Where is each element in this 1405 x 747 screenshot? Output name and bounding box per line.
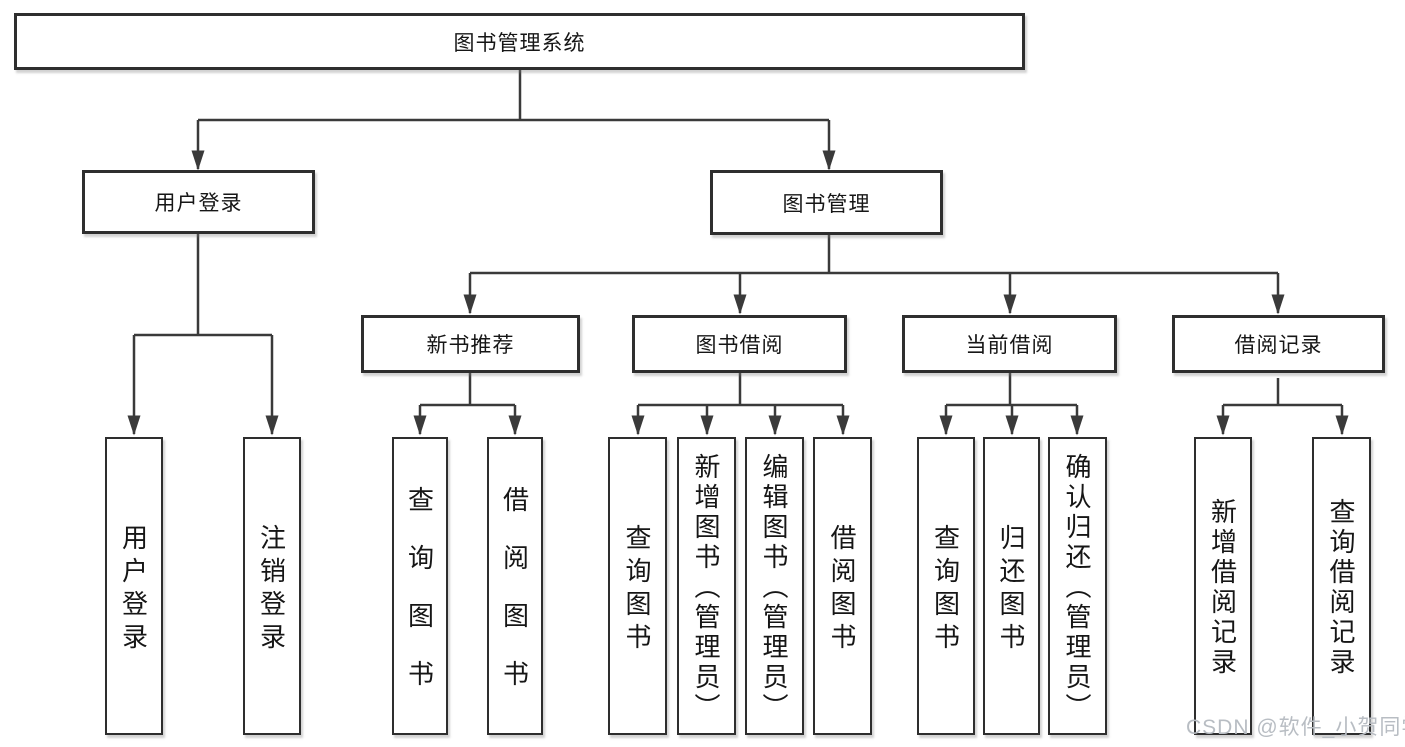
leaf-query-books-borrowing: 查询图书 — [608, 437, 667, 735]
leaf-label: 查询图书 — [404, 486, 435, 718]
leaf-label: 查询借阅记录 — [1326, 498, 1356, 678]
node-label: 借阅记录 — [1234, 334, 1323, 357]
leaf-logout: 注销登录 — [243, 437, 301, 735]
connector-book-borrowing-branch — [631, 373, 850, 436]
node-current-borrowing: 当前借阅 — [902, 315, 1117, 373]
leaf-borrow-books-recommendation: 借阅图书 — [487, 437, 543, 735]
leaf-user-login: 用户登录 — [105, 437, 163, 735]
node-label: 图书借阅 — [695, 334, 784, 357]
leaf-query-books-recommendation: 查询图书 — [392, 437, 448, 735]
connector-borrowing-records-branch — [1216, 378, 1349, 436]
leaf-label: 查询图书 — [930, 523, 961, 656]
leaf-add-borrow-record: 新增借阅记录 — [1194, 437, 1252, 735]
leaf-label: 编辑图书（管理员） — [759, 453, 789, 723]
leaf-label: 新增借阅记录 — [1207, 498, 1238, 678]
leaf-edit-books-admin: 编辑图书（管理员） — [745, 437, 804, 735]
connector-root-to-level1 — [191, 70, 836, 171]
connector-new-book-branch — [413, 373, 522, 436]
node-book-management: 图书管理 — [710, 170, 943, 235]
node-user-login: 用户登录 — [82, 170, 315, 234]
leaf-query-borrow-record: 查询借阅记录 — [1312, 437, 1371, 735]
leaf-borrow-books: 借阅图书 — [813, 437, 872, 735]
leaf-label: 查询图书 — [622, 523, 652, 656]
leaf-label: 确认归还（管理员） — [1062, 453, 1092, 723]
node-borrowing-records: 借阅记录 — [1172, 315, 1385, 373]
connector-book-management-to-level2 — [463, 235, 1285, 315]
connector-current-borrowing-branch — [939, 373, 1084, 436]
node-new-book-recommendation: 新书推荐 — [361, 315, 580, 373]
leaf-query-books-current: 查询图书 — [917, 437, 975, 735]
node-label: 当前借阅 — [965, 334, 1054, 357]
leaf-label: 借阅图书 — [827, 523, 857, 656]
leaf-label: 注销登录 — [256, 523, 287, 656]
leaf-label: 新增图书（管理员） — [691, 453, 721, 723]
node-label: 图书管理 — [782, 192, 871, 216]
leaf-label: 用户登录 — [118, 523, 149, 656]
leaf-add-books-admin: 新增图书（管理员） — [677, 437, 736, 735]
leaf-label: 借阅图书 — [499, 486, 530, 718]
node-label: 图书管理系统 — [453, 31, 586, 55]
leaf-label: 归还图书 — [996, 523, 1026, 656]
connector-user-login-branch — [127, 234, 279, 436]
node-label: 用户登录 — [154, 192, 243, 215]
leaf-confirm-return-admin: 确认归还（管理员） — [1048, 437, 1107, 735]
node-label: 新书推荐 — [426, 334, 515, 357]
node-library-management-system: 图书管理系统 — [14, 13, 1025, 70]
leaf-return-books: 归还图书 — [983, 437, 1040, 735]
node-book-borrowing: 图书借阅 — [632, 315, 847, 373]
csdn-watermark: CSDN @软件_小贺同学 — [1186, 716, 1405, 739]
